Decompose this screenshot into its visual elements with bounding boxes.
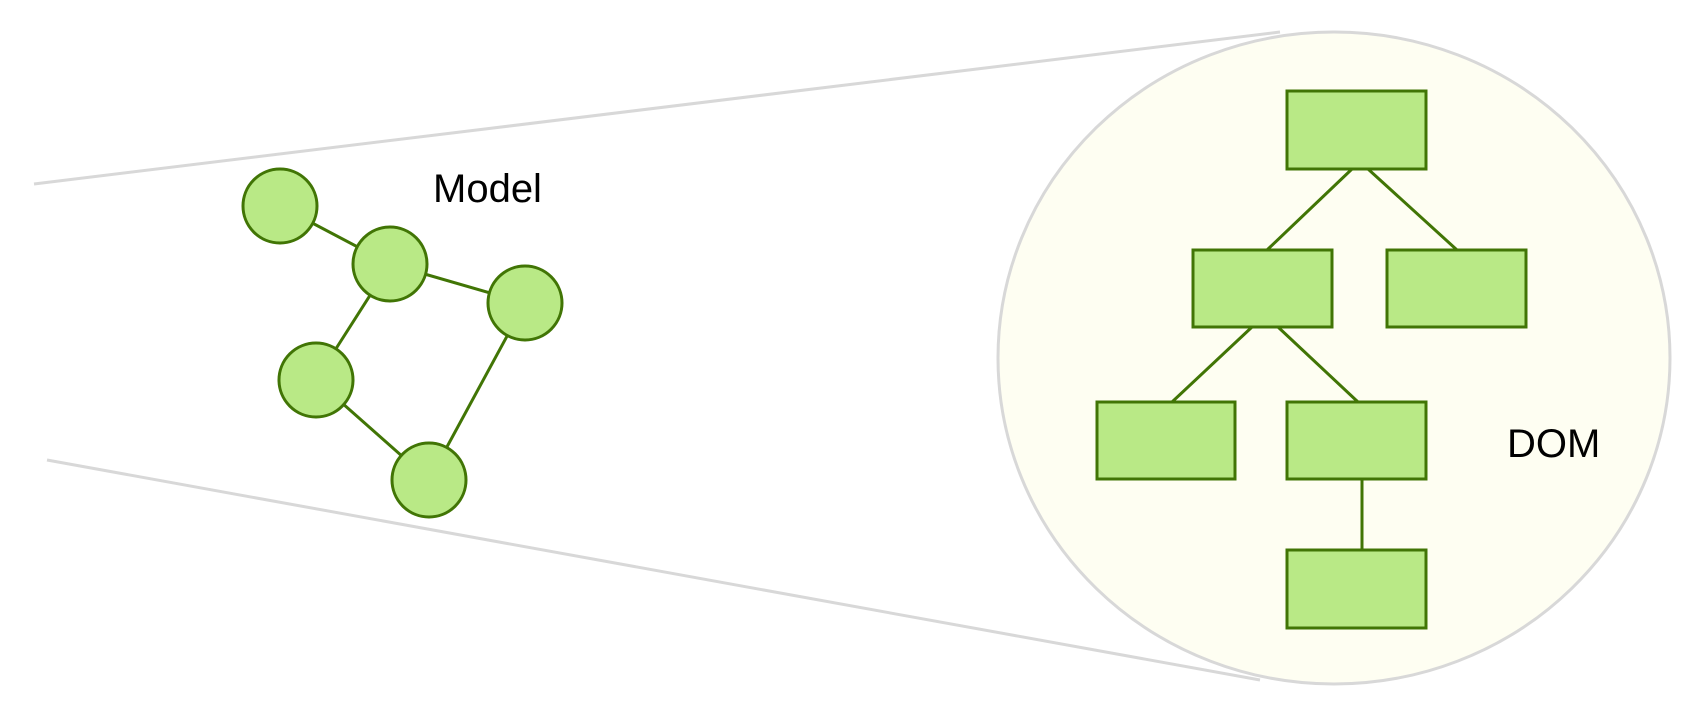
model-label: Model — [433, 167, 542, 211]
dom-edge-root-left — [1265, 167, 1354, 252]
dom-leaf — [1285, 548, 1428, 630]
dom-grandchild-right — [1285, 400, 1428, 481]
model-graph-nodes — [241, 167, 564, 519]
dom-root — [1285, 89, 1428, 171]
dom-edge-left-grandright — [1276, 325, 1360, 404]
beam — [33, 30, 1281, 682]
model-node-5 — [390, 441, 468, 519]
model-node-2 — [351, 225, 429, 303]
dom-child-left — [1191, 248, 1334, 329]
dom-tree-edges — [1170, 167, 1459, 550]
dom-edge-root-right — [1366, 167, 1459, 252]
dom-tree-nodes — [1095, 89, 1528, 630]
beam-bottom-line — [46, 458, 1261, 682]
model-node-1 — [241, 167, 319, 245]
beam-top-line — [33, 30, 1281, 186]
dom-label: DOM — [1507, 422, 1600, 466]
dom-lens — [996, 30, 1672, 686]
model-node-3 — [486, 264, 564, 342]
model-node-4 — [277, 341, 355, 419]
dom-grandchild-left — [1095, 400, 1237, 481]
dom-edge-left-grandleft — [1170, 325, 1254, 404]
dom-child-right — [1385, 248, 1528, 329]
